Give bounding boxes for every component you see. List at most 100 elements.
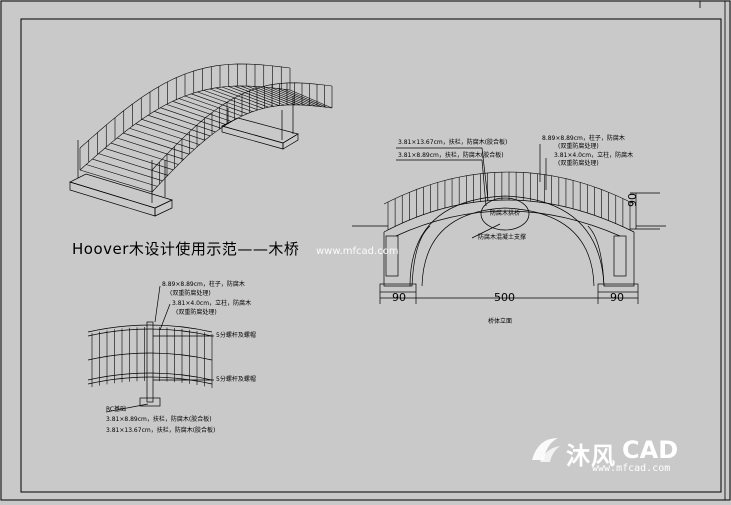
deck-plank: [123, 132, 190, 155]
left-abutment: [383, 225, 431, 287]
detail-mid-rail: [87, 352, 213, 361]
dim-left: 90: [392, 291, 406, 304]
iso-right-foundation: [221, 117, 299, 144]
deck-plank: [160, 107, 221, 129]
detail-label-a2: 3.81×4.0cm，立柱，防腐木: [172, 300, 252, 307]
leader-mid: [471, 223, 501, 239]
bridge-elevation: [352, 144, 666, 304]
detail-bottom-rail: [87, 372, 213, 381]
arch-underside: [409, 195, 605, 287]
dim-center: 500: [494, 291, 515, 304]
detail-label-b1: 5分螺杆及螺帽: [216, 332, 256, 339]
elev-label-mid1: 防腐木拱桥: [490, 210, 521, 217]
elev-label-r2b: (双重防腐处理): [558, 160, 599, 167]
deck-plank: [86, 164, 158, 187]
right-footing: [597, 283, 639, 293]
deck-plank: [221, 86, 274, 107]
dim-height: 90: [626, 193, 639, 207]
elev-label-r1b: (双重防腐处理): [558, 143, 599, 150]
arch-inner: [421, 207, 595, 287]
deck-plank: [147, 114, 211, 137]
detail-leader-a1: [154, 285, 161, 323]
left-footing: [379, 283, 417, 293]
elev-caption: 桥体立面: [488, 318, 513, 325]
isometric-railing: [79, 63, 333, 192]
detail-label-c2: 3.81×13.67cm，扶栏，防腐木(胶合板): [106, 427, 216, 434]
watermark-url-top: www.mfcad.com: [316, 246, 399, 257]
elev-label-l2: 3.81×8.89cm，扶栏，防腐木(胶合板): [398, 152, 504, 159]
deck-plank: [283, 88, 327, 108]
deck-plank: [129, 127, 195, 150]
deck-plank: [92, 158, 163, 182]
right-abutment: [587, 225, 635, 287]
deck-plank: [135, 123, 200, 145]
deck-plank: [234, 85, 285, 106]
deck-plank: [240, 85, 290, 106]
detail-bottom-rail-2: [87, 376, 213, 385]
iso-left-foundation-front: [154, 199, 173, 217]
detail-top-rail: [87, 324, 213, 333]
deck-plank: [252, 85, 301, 106]
right-abutment-box: [613, 235, 627, 277]
rail-handrail-far: [79, 63, 291, 149]
deck-plank: [209, 88, 264, 109]
isometric-bridge: [69, 96, 299, 217]
deck-plank: [228, 86, 280, 106]
deck-plank: [277, 88, 322, 107]
elev-label-l1: 3.81×13.67cm，扶栏，防腐木(胶合板): [398, 139, 508, 146]
watermark-url-bottom: www.mfcad.com: [592, 463, 671, 474]
elevation-railing: [383, 171, 635, 230]
elev-handrail: [383, 171, 635, 205]
deck-bottom-curve: [395, 210, 621, 237]
detail-label-b2: 5分螺杆及螺帽: [216, 376, 256, 383]
detail-label-a2b: (双重防腐处理): [176, 309, 217, 316]
deck-plank: [184, 95, 243, 117]
rail-handrail-near: [151, 82, 333, 171]
deck-plank: [191, 93, 248, 114]
detail-top-rail-2: [87, 328, 213, 337]
deck-top-curve: [383, 199, 635, 233]
iso-right-foundation-front: [282, 133, 299, 150]
watermark-brand-cn: 沐风: [566, 442, 616, 470]
deck-plank: [289, 89, 333, 109]
detail-label-c1: 3.81×8.89cm，扶栏，防腐木(胶合板): [106, 416, 212, 423]
center-boulder: [480, 197, 530, 231]
detail-main-post: [146, 321, 154, 403]
detail-label-a1: 8.89×8.89cm，柱子，防腐木: [162, 281, 245, 288]
leader-l2: [396, 159, 487, 207]
watermark-logo-icon: [528, 432, 562, 466]
dim-right: 90: [610, 291, 624, 304]
detail-leader-c: [105, 403, 149, 413]
leader-l1: [396, 147, 489, 201]
detail-label-a1b: (双重防腐处理): [170, 290, 211, 297]
deck-plank: [154, 111, 216, 133]
inner-frame: [20, 18, 722, 493]
watermark-brand-en: CAD: [622, 436, 679, 464]
drawing-title: Hoover木设计使用示范——木桥: [72, 240, 300, 258]
deck-plank: [98, 153, 168, 176]
detail-label-c0: RC基础: [106, 406, 127, 413]
elev-label-r2: 3.81×4.0cm，立柱，防腐木: [554, 152, 634, 159]
railing-detail: [87, 285, 214, 413]
detail-pickets: [91, 327, 213, 388]
elev-label-mid2: 防腐木混凝土支撑: [478, 234, 527, 241]
deck-plank: [197, 91, 253, 112]
detail-leader-a2: [159, 303, 171, 331]
deck-plank: [271, 87, 317, 107]
deck-plank: [79, 169, 153, 193]
deck-plank: [141, 119, 206, 141]
deck-near-edge: [151, 104, 333, 193]
deck-plank: [172, 101, 232, 122]
deck-plank: [265, 86, 311, 106]
deck-plank: [166, 104, 227, 125]
detail-footing: [139, 397, 161, 407]
left-abutment-box: [385, 235, 399, 277]
deck-plank: [259, 86, 306, 106]
deck-plank: [116, 137, 184, 160]
elev-label-r1: 8.89×8.89cm，柱子，防腐木: [542, 135, 625, 142]
deck-plank: [104, 148, 174, 171]
deck-plank: [110, 142, 179, 165]
